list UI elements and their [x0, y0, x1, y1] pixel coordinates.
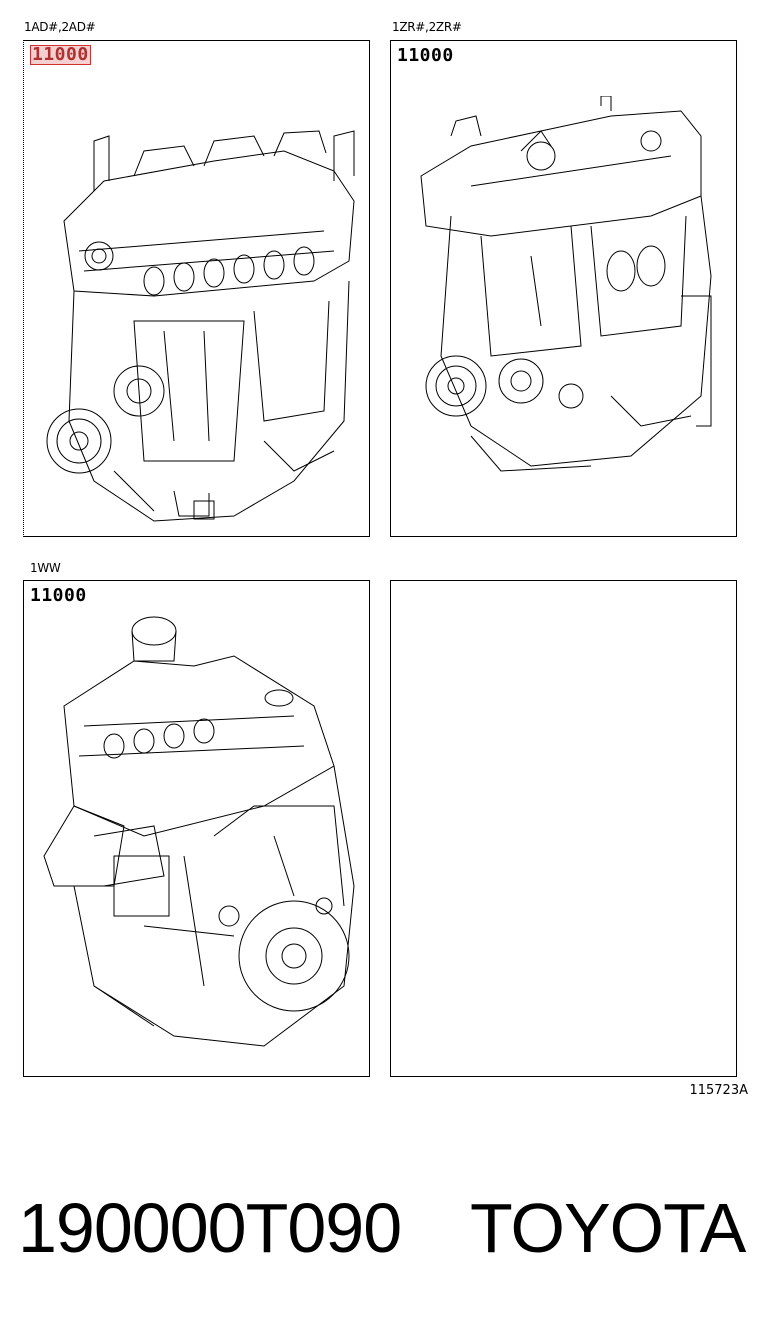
empty-panel [390, 580, 737, 1077]
footer-brand: TOYOTA [470, 1189, 746, 1267]
engine-panel-1ww: 11000 [23, 580, 370, 1077]
part-number-label[interactable]: 11000 [30, 585, 87, 606]
part-number-label[interactable]: 11000 [397, 45, 454, 66]
panel-caption-1zr: 1ZR#,2ZR# [392, 20, 462, 34]
panel-caption-1ww: 1WW [30, 561, 61, 575]
footer-part-number: 190000T090 [18, 1189, 402, 1267]
engine-panel-1ad: 11000 [23, 40, 370, 537]
engine-1ad-illustration [34, 121, 364, 531]
panel-caption-1ad: 1AD#,2AD# [24, 20, 96, 34]
illustration-code: 115723A [689, 1083, 748, 1098]
part-number-label[interactable]: 11000 [30, 44, 91, 65]
engine-1zr-illustration [411, 96, 726, 491]
engine-panel-1zr: 11000 [390, 40, 737, 537]
engine-1ww-illustration [34, 606, 364, 1061]
